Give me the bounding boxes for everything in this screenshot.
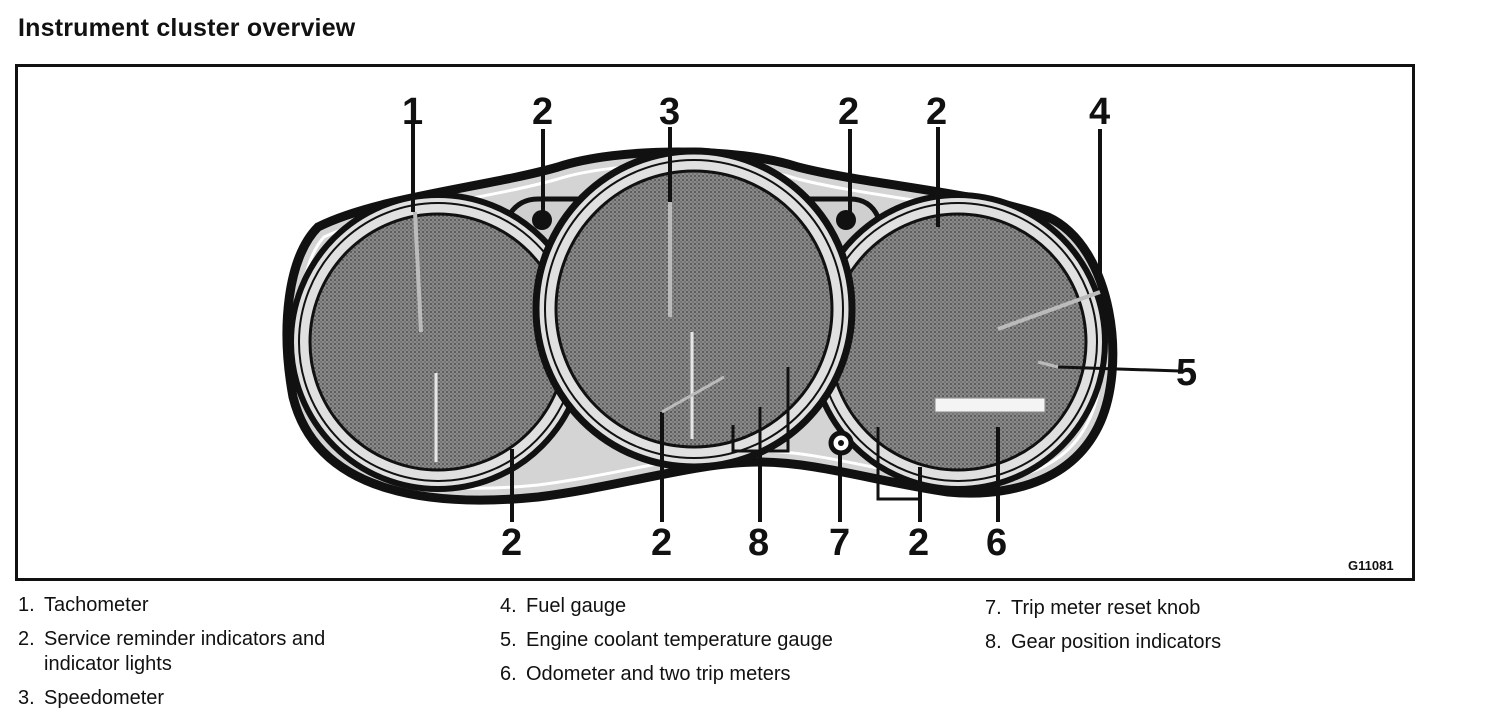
legend-item: 4. Fuel gauge <box>500 594 940 619</box>
callout-indicator-bottom-right: 2 <box>908 522 929 564</box>
callout-speedometer: 3 <box>659 91 680 133</box>
instrument-cluster-figure: 1 2 3 2 2 4 5 2 2 8 7 2 6 G11081 <box>15 64 1415 581</box>
legend-text: Gear position indicators <box>1011 631 1222 653</box>
legend-item: 3. Speedometer <box>18 686 398 711</box>
fuel-temperature-dial <box>808 192 1108 492</box>
legend-text: Service reminder indicators and indicato… <box>44 628 326 675</box>
legend-text: Engine coolant temperature gauge <box>526 629 833 651</box>
legend-column-2: 4. Fuel gauge 5. Engine coolant temperat… <box>500 594 940 696</box>
legend-number: 5. <box>500 629 517 651</box>
legend-number: 7. <box>985 597 1002 619</box>
legend-text: Fuel gauge <box>526 595 627 617</box>
tachometer-dial <box>288 192 588 492</box>
callout-gear-position: 8 <box>748 522 769 564</box>
legend-item: 7. Trip meter reset knob <box>985 596 1405 621</box>
callout-fuel-gauge: 4 <box>1089 91 1110 133</box>
trip-reset-knob <box>828 430 854 456</box>
callout-indicator-bottom-center: 2 <box>651 522 672 564</box>
callout-indicator-b: 2 <box>838 91 859 133</box>
legend-number: 2. <box>18 628 35 650</box>
page-title: Instrument cluster overview <box>18 14 356 42</box>
leader-lines <box>411 122 1181 522</box>
legend-item: 1. Tachometer <box>18 593 398 618</box>
legend-number: 1. <box>18 594 35 616</box>
legend-column-1: 1. Tachometer 2. Service reminder indica… <box>18 593 398 720</box>
legend-item: 5. Engine coolant temperature gauge <box>500 628 940 653</box>
legend-number: 4. <box>500 595 517 617</box>
legend-item: 8. Gear position indicators <box>985 630 1405 655</box>
legend-number: 3. <box>18 687 35 709</box>
instrument-cluster-illustration: 1 2 3 2 2 4 5 2 2 8 7 2 6 G11081 <box>282 91 1394 573</box>
legend-text: Trip meter reset knob <box>1011 597 1201 619</box>
callout-reset-knob: 7 <box>829 522 850 564</box>
callout-indicator-bottom-left: 2 <box>501 522 522 564</box>
legend-number: 8. <box>985 631 1002 653</box>
callout-indicator-a: 2 <box>532 91 553 133</box>
legend-column-3: 7. Trip meter reset knob 8. Gear positio… <box>985 596 1405 664</box>
callout-tachometer: 1 <box>402 91 423 133</box>
legend-text: Odometer and two trip meters <box>526 663 791 685</box>
legend-text: Tachometer <box>44 594 149 616</box>
callout-coolant-gauge: 5 <box>1176 352 1197 394</box>
odometer-display <box>934 397 1046 413</box>
speedometer-dial <box>532 147 856 471</box>
legend-text: Speedometer <box>44 687 165 709</box>
legend-item: 6. Odometer and two trip meters <box>500 662 940 687</box>
legend-item: 2. Service reminder indicators and indic… <box>18 627 398 677</box>
callout-indicator-c: 2 <box>926 91 947 133</box>
callout-odometer: 6 <box>986 522 1007 564</box>
figure-code: G11081 <box>1348 558 1394 573</box>
legend-number: 6. <box>500 663 517 685</box>
